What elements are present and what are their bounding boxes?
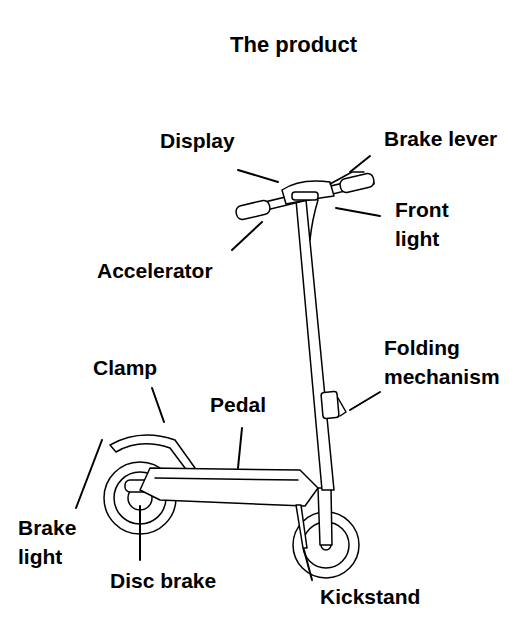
leader-line — [232, 222, 262, 250]
leader-line — [238, 170, 278, 182]
deck-edge — [155, 478, 298, 480]
part-label: Disc brake — [110, 566, 216, 595]
diagram-title: The product — [230, 30, 357, 59]
leader-line — [350, 156, 370, 172]
part-label: Brake light — [18, 513, 98, 571]
leader-line — [350, 392, 380, 410]
leader-line — [152, 388, 164, 422]
leader-line — [238, 428, 242, 468]
brake-cable — [310, 200, 318, 240]
part-label: Clamp — [93, 353, 157, 382]
part-label: Folding mechanism — [384, 333, 529, 391]
folding-lever — [338, 398, 346, 416]
part-label: Display — [160, 126, 235, 155]
leader-line — [76, 440, 102, 508]
part-label: Kickstand — [320, 582, 420, 611]
leader-line — [304, 550, 312, 580]
front-fork — [318, 488, 332, 545]
leader-line — [139, 506, 141, 560]
deck — [140, 468, 318, 506]
part-label: Pedal — [210, 390, 266, 419]
stem — [296, 200, 334, 490]
kickstand — [296, 505, 307, 548]
front-light-lens — [292, 192, 318, 200]
part-label: Front light — [395, 195, 473, 253]
part-label: Brake lever — [384, 124, 497, 153]
brake-lever — [330, 172, 364, 184]
left-grip — [235, 199, 271, 220]
display-head — [282, 181, 334, 204]
part-label: Accelerator — [97, 256, 213, 285]
leader-line — [336, 208, 380, 216]
folding-clamp — [321, 391, 339, 418]
